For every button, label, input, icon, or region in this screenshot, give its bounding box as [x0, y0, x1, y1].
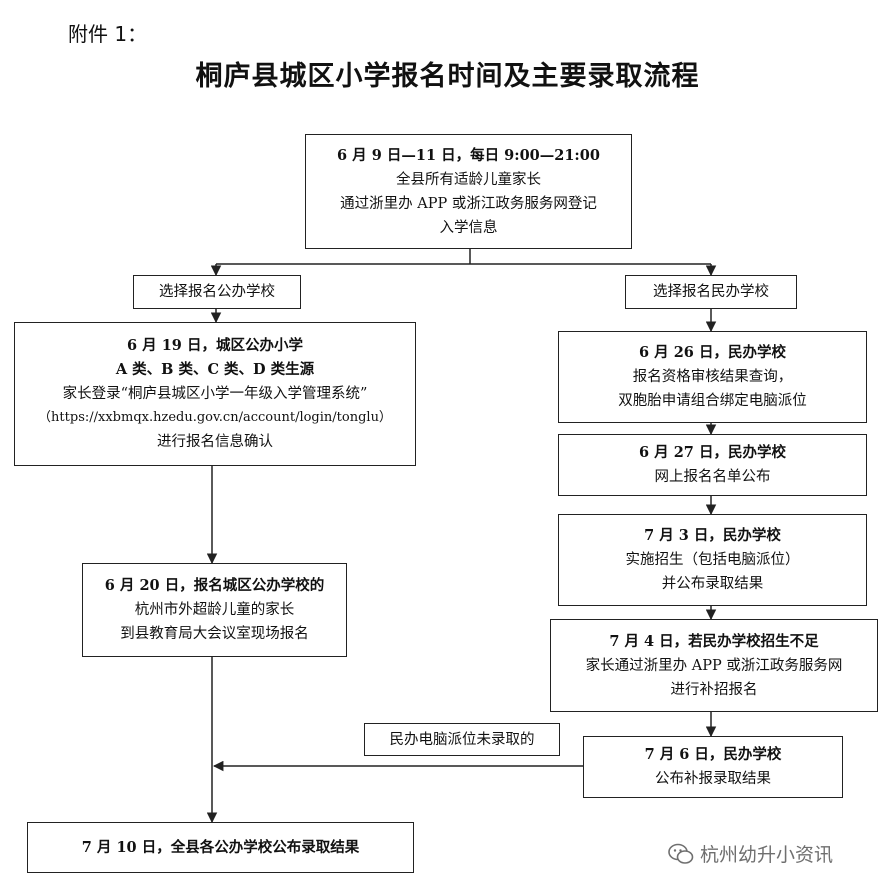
private-step3-date: 7 月 3 日，民办学校	[644, 527, 781, 544]
private-step4-date: 7 月 4 日，若民办学校招生不足	[609, 632, 819, 650]
private-step3-result: 并公布录取结果	[661, 576, 764, 592]
public-step2-date: 6 月 20 日，报名城区公办学校的	[104, 577, 325, 594]
registration-channel: 通过浙里办 APP 或浙江政务服务网登记	[340, 195, 597, 212]
private-step4-channel: 家长通过浙里办 APP 或浙江政务服务网	[585, 657, 843, 674]
private-step2-box: 6 月 27 日，民办学校 网上报名名单公布	[558, 434, 867, 496]
private-step2-list: 网上报名名单公布	[654, 469, 771, 485]
not-admitted-box: 民办电脑派位未录取的	[364, 723, 560, 756]
attachment-label: 附件 1：	[68, 22, 148, 46]
public-step2-target: 杭州市外超龄儿童的家长	[134, 602, 295, 618]
private-step2-date: 6 月 27 日，民办学校	[639, 444, 786, 461]
final-result-box: 7 月 10 日，全县各公办学校公布录取结果	[27, 822, 414, 873]
page-title: 桐庐县城区小学报名时间及主要录取流程	[195, 61, 700, 92]
public-step1-confirm: 进行报名信息确认	[157, 434, 273, 450]
private-step1-box: 6 月 26 日，民办学校 报名资格审核结果查询， 双胞胎申请组合绑定电脑派位	[558, 331, 867, 423]
registration-target: 全县所有适龄儿童家长	[396, 171, 541, 188]
registration-date: 6 月 9 日—11 日，每日 9:00—21:00	[337, 146, 600, 164]
private-step1-twins: 双胞胎申请组合绑定电脑派位	[618, 393, 807, 409]
private-step4-supplement: 进行补招报名	[670, 681, 758, 698]
registration-box: 6 月 9 日—11 日，每日 9:00—21:00 全县所有适龄儿童家长 通过…	[305, 134, 632, 249]
watermark: 杭州幼升小资讯	[668, 840, 833, 867]
private-step1-date: 6 月 26 日，民办学校	[639, 344, 786, 361]
wechat-icon	[668, 843, 694, 864]
private-step5-result: 公布补报录取结果	[655, 771, 771, 787]
public-step1-date: 6 月 19 日，城区公办小学	[127, 337, 303, 354]
registration-info: 入学信息	[439, 219, 498, 236]
not-admitted-label: 民办电脑派位未录取的	[389, 731, 535, 748]
public-step2-location: 到县教育局大会议室现场报名	[120, 626, 309, 642]
private-step5-box: 7 月 6 日，民办学校 公布补报录取结果	[583, 736, 843, 798]
private-school-choice-box: 选择报名民办学校	[625, 275, 797, 309]
private-step1-query: 报名资格审核结果查询，	[632, 369, 793, 385]
watermark-text: 杭州幼升小资讯	[700, 844, 834, 866]
private-step3-box: 7 月 3 日，民办学校 实施招生（包括电脑派位） 并公布录取结果	[558, 514, 867, 606]
private-step4-box: 7 月 4 日，若民办学校招生不足 家长通过浙里办 APP 或浙江政务服务网 进…	[550, 619, 878, 712]
public-step1-system: 家长登录“桐庐县城区小学一年级入学管理系统”	[62, 386, 368, 402]
private-step3-enroll: 实施招生（包括电脑派位）	[625, 552, 800, 568]
public-school-choice-box: 选择报名公办学校	[133, 275, 301, 309]
public-step1-categories: A 类、B 类、C 类、D 类生源	[115, 361, 315, 378]
public-school-choice-label: 选择报名公办学校	[159, 284, 275, 300]
private-step5-date: 7 月 6 日，民办学校	[644, 746, 782, 763]
public-step1-box: 6 月 19 日，城区公办小学 A 类、B 类、C 类、D 类生源 家长登录“桐…	[14, 322, 416, 466]
public-step2-box: 6 月 20 日，报名城区公办学校的 杭州市外超龄儿童的家长 到县教育局大会议室…	[82, 563, 347, 657]
private-school-choice-label: 选择报名民办学校	[653, 284, 769, 300]
final-result-text: 7 月 10 日，全县各公办学校公布录取结果	[81, 838, 360, 856]
public-step1-url: （https://xxbmqx.hzedu.gov.cn/account/log…	[38, 410, 392, 425]
